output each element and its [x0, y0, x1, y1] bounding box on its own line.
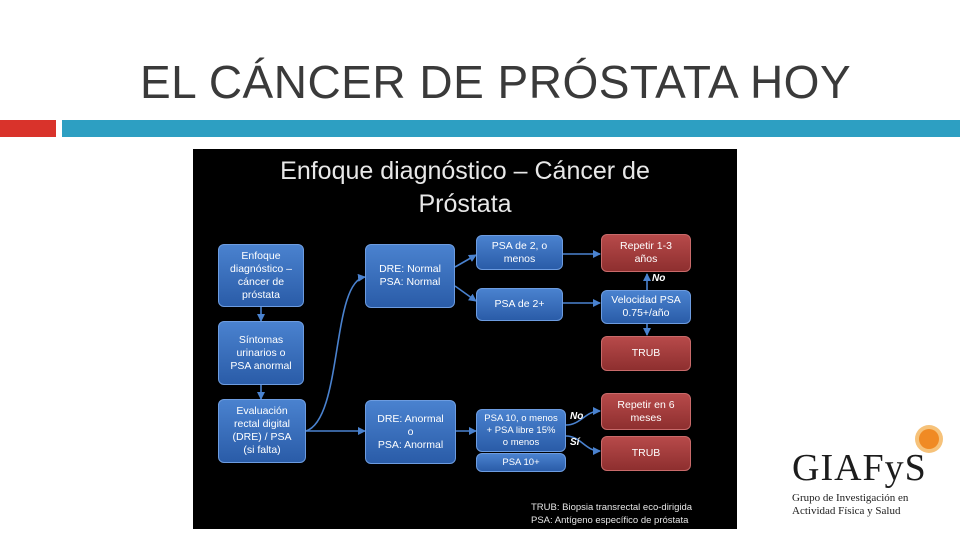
- node-dre-anormal: DRE: Anormal o PSA: Anormal: [365, 400, 456, 464]
- node-enfoque-diagnostico: Enfoque diagnóstico – cáncer de próstata: [218, 244, 304, 307]
- flowchart-title-line2: Próstata: [418, 190, 512, 218]
- edge-label-no-top: No: [652, 273, 666, 284]
- node-psa-2-o-menos: PSA de 2, o menos: [476, 235, 563, 270]
- node-velocidad-psa: Velocidad PSA 0.75+/año: [601, 290, 691, 324]
- legend-psa: PSA: Antígeno específico de próstata: [531, 515, 689, 526]
- logo-subtitle-line1: Grupo de Investigación en: [792, 492, 909, 504]
- node-evaluacion-rectal: Evaluación rectal digital (DRE) / PSA (s…: [218, 399, 306, 463]
- node-repetir-6-meses: Repetir en 6 meses: [601, 393, 691, 430]
- arrow-psa10-trub: [565, 435, 601, 455]
- node-repetir-1-3-anos: Repetir 1-3 años: [601, 234, 691, 272]
- arrow-dre-normal-psa2menos: [454, 254, 477, 268]
- node-psa-2-mas: PSA de 2+: [476, 288, 563, 321]
- node-psa-10-mas: PSA 10+: [476, 453, 566, 472]
- node-sintomas: Síntomas urinarios o PSA anormal: [218, 321, 304, 385]
- flowchart-arrows: [257, 250, 651, 455]
- accent-bar-red: [0, 120, 56, 137]
- logo-subtitle: Grupo de Investigación en Actividad Físi…: [792, 492, 908, 518]
- arrow-evaluacion-dre-normal: [305, 273, 366, 432]
- arrow-dre-normal-psa2mas: [454, 285, 477, 302]
- logo-wordmark: GIAFyS: [792, 447, 927, 489]
- node-dre-normal: DRE: Normal PSA: Normal: [365, 244, 455, 308]
- slide-title: EL CÁNCER DE PRÓSTATA HOY: [140, 56, 852, 108]
- accent-bar-blue: [62, 120, 960, 137]
- logo-subtitle-line2: Actividad Física y Salud: [792, 505, 901, 517]
- node-trub-bottom: TRUB: [601, 436, 691, 471]
- flowchart-title: Enfoque diagnóstico – Cáncer de Próstata: [233, 155, 697, 221]
- node-trub-top: TRUB: [601, 336, 691, 371]
- flowchart-legend: TRUB: Biopsia transrectal eco-dirigida P…: [531, 501, 692, 527]
- flowchart-title-line1: Enfoque diagnóstico – Cáncer de: [280, 157, 650, 185]
- sun-icon: [915, 425, 943, 453]
- node-psa-10-o-menos: PSA 10, o menos + PSA libre 15% o menos: [476, 409, 566, 452]
- edge-label-no-bottom: No: [570, 411, 584, 422]
- giafys-logo: GIAFyS Grupo de Investigación en Activid…: [788, 422, 948, 522]
- legend-trub: TRUB: Biopsia transrectal eco-dirigida: [531, 502, 693, 513]
- diagnostic-flowchart: Enfoque diagnóstico – Cáncer de Próstata…: [193, 149, 737, 529]
- edge-label-si: Sí: [570, 437, 580, 448]
- arrow-psa10-repetir6: [565, 407, 601, 426]
